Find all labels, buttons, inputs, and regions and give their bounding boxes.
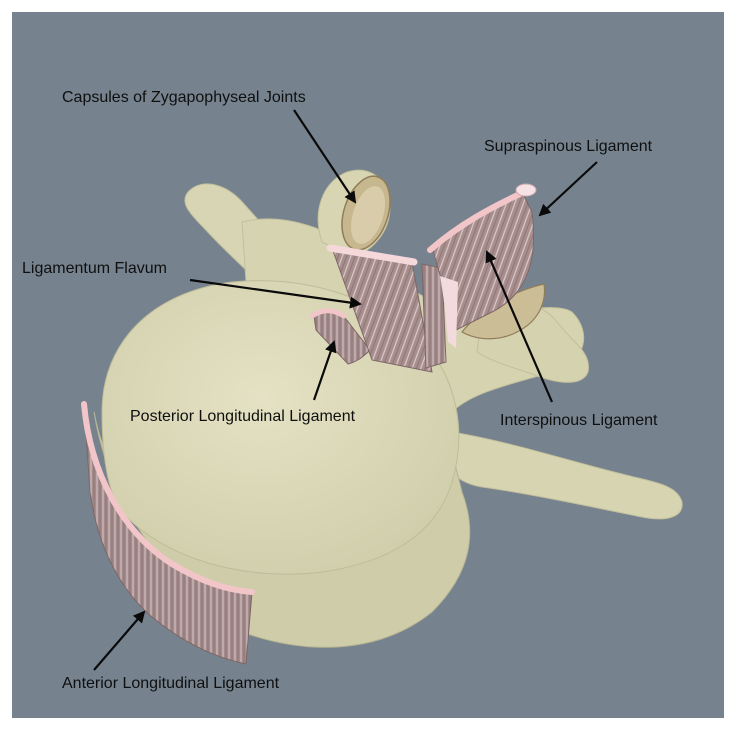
arrow-posterior <box>312 340 337 401</box>
label-interspinous-ligament: Interspinous Ligament <box>500 412 658 429</box>
vertebra-illustration <box>81 109 683 671</box>
label-anterior-longitudinal-ligament: Anterior Longitudinal Ligament <box>62 675 280 692</box>
arrow-interspinous <box>485 250 554 403</box>
supraspinous-ligament <box>515 183 537 197</box>
label-capsules-of-zygapophyseal-joints: Capsules of Zygapophyseal Joints <box>62 89 306 106</box>
arrow-anterior <box>93 610 146 671</box>
label-ligamentum-flavum: Ligamentum Flavum <box>22 260 167 277</box>
arrow-capsules <box>293 109 357 204</box>
right-transverse-process <box>445 431 683 520</box>
label-supraspinous-ligament: Supraspinous Ligament <box>484 138 653 155</box>
ligamentum-flavum-right <box>421 263 447 369</box>
label-posterior-longitudinal-ligament: Posterior Longitudinal Ligament <box>130 408 356 425</box>
pointer-arrows <box>93 109 598 671</box>
diagram-canvas: Capsules of Zygapophyseal Joints Suprasp… <box>12 12 724 718</box>
arrow-supraspinous <box>538 161 598 217</box>
arrow-flavum <box>189 278 362 309</box>
